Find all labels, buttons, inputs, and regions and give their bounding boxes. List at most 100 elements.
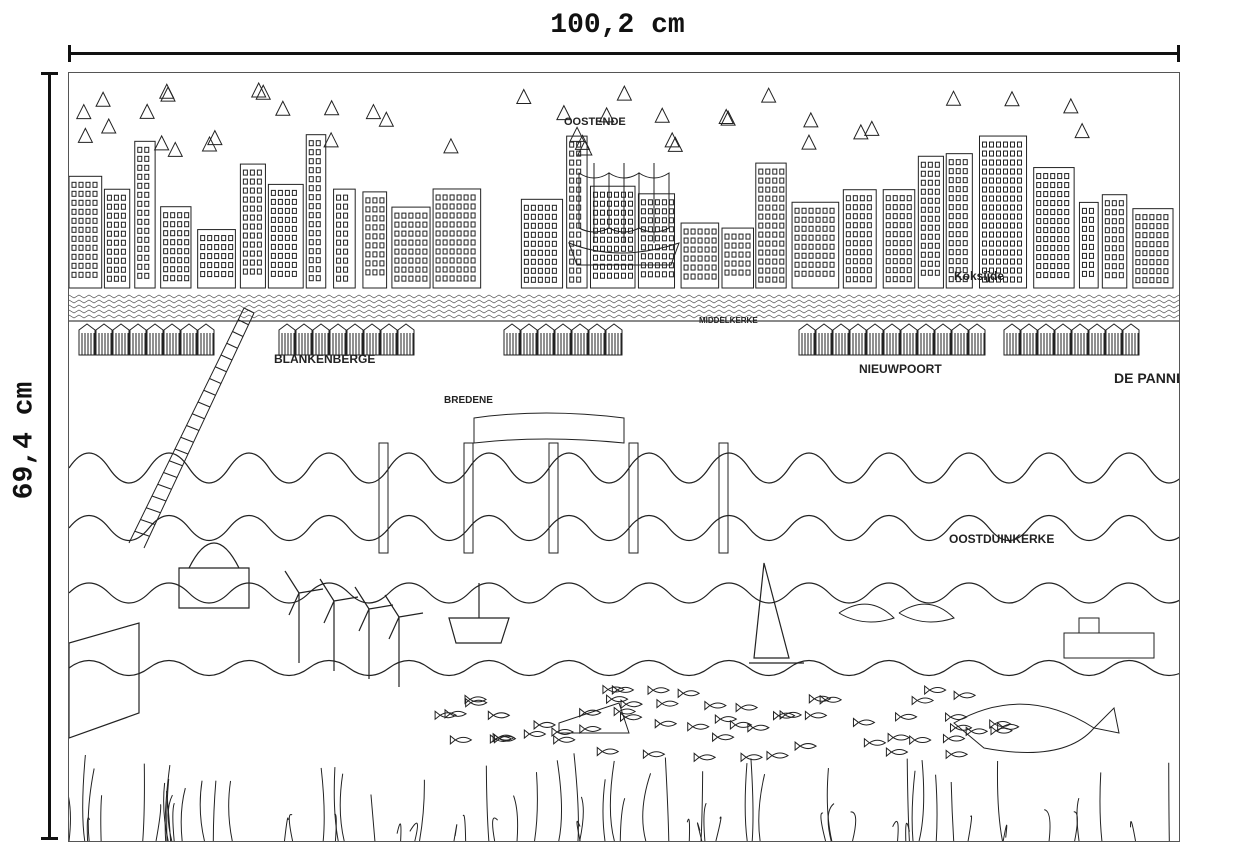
window: [78, 217, 84, 224]
fish: [729, 719, 753, 730]
window: [613, 209, 619, 216]
window: [442, 248, 448, 255]
window: [365, 260, 371, 267]
window: [343, 257, 349, 264]
window: [808, 225, 814, 232]
window: [343, 230, 349, 237]
window: [1156, 277, 1162, 284]
window: [683, 255, 689, 262]
window: [463, 239, 469, 246]
window: [765, 249, 771, 256]
window: [365, 206, 371, 213]
seaweed: [172, 802, 175, 842]
window: [724, 242, 730, 249]
window: [449, 257, 455, 264]
window: [1043, 263, 1049, 270]
window: [530, 258, 536, 265]
window: [1043, 209, 1049, 216]
window: [1057, 227, 1063, 234]
window: [981, 267, 987, 274]
tree: [569, 126, 585, 142]
window: [214, 244, 220, 251]
window: [1135, 232, 1141, 239]
window: [551, 276, 557, 283]
window: [1043, 191, 1049, 198]
window: [592, 209, 598, 216]
window: [794, 252, 800, 259]
window: [859, 240, 865, 247]
window: [372, 269, 378, 276]
window: [1016, 249, 1022, 256]
window: [592, 263, 598, 270]
window: [765, 222, 771, 229]
window: [170, 266, 176, 273]
window: [859, 204, 865, 211]
window: [551, 258, 557, 265]
fish: [895, 711, 918, 722]
window: [995, 150, 1001, 157]
window: [401, 275, 407, 282]
window: [934, 179, 940, 186]
window: [435, 275, 441, 282]
tree: [75, 103, 92, 120]
window: [758, 177, 764, 184]
window: [177, 266, 183, 273]
window: [599, 263, 605, 270]
fish: [620, 712, 643, 723]
window: [668, 244, 674, 251]
seaweed: [1099, 772, 1103, 842]
fish: [464, 694, 487, 705]
window: [144, 155, 150, 162]
window: [408, 275, 414, 282]
seaweed: [950, 781, 955, 842]
window: [284, 189, 290, 196]
window: [765, 186, 771, 193]
window: [1064, 209, 1070, 216]
tugboat: [1063, 617, 1155, 659]
window: [85, 199, 91, 206]
window: [772, 267, 778, 274]
window: [277, 243, 283, 250]
window: [137, 155, 143, 162]
window: [1043, 245, 1049, 252]
window: [654, 235, 660, 242]
window: [955, 168, 961, 175]
tree: [720, 110, 736, 126]
window: [620, 227, 626, 234]
window: [892, 240, 898, 247]
window: [537, 231, 543, 238]
building: [391, 206, 431, 289]
window: [1043, 227, 1049, 234]
window: [1036, 236, 1042, 243]
pier-plank: [192, 413, 205, 420]
window: [981, 150, 987, 157]
window: [995, 267, 1001, 274]
window: [711, 255, 717, 262]
building: [589, 185, 636, 289]
seaweed: [339, 773, 345, 842]
window: [270, 261, 276, 268]
seaweed: [100, 795, 103, 842]
window: [627, 200, 633, 207]
window: [137, 146, 143, 153]
window: [906, 267, 912, 274]
window: [270, 207, 276, 214]
window: [866, 249, 872, 256]
window: [920, 269, 926, 276]
window: [927, 161, 933, 168]
window: [1064, 173, 1070, 180]
window: [106, 221, 112, 228]
window: [315, 239, 321, 246]
window: [442, 239, 448, 246]
window: [569, 258, 575, 265]
window: [256, 214, 262, 221]
window: [1050, 200, 1056, 207]
window: [372, 224, 378, 231]
fish: [677, 688, 701, 699]
window: [758, 213, 764, 220]
fish: [773, 710, 796, 721]
window: [85, 190, 91, 197]
window: [981, 258, 987, 265]
window: [948, 222, 954, 229]
window: [544, 276, 550, 283]
